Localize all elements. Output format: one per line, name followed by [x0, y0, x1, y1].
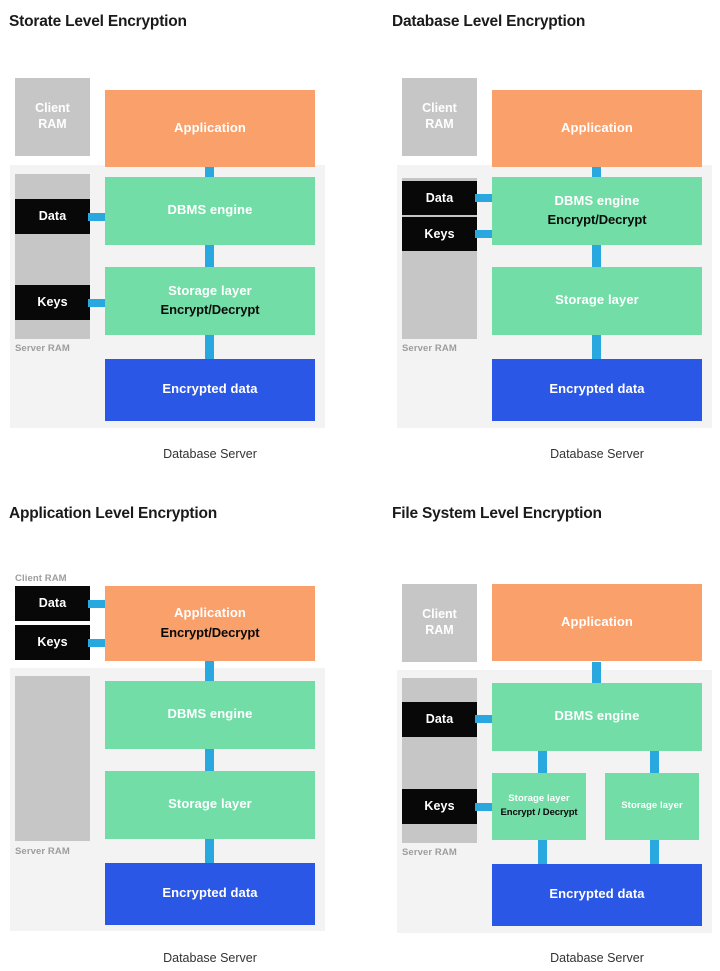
connector-dbms-storage — [205, 243, 214, 268]
panel-storage-level: Storate Level Encryption Client RAM Serv… — [0, 0, 360, 461]
diagram-file-system-level: Client RAM Server RAM Data Keys Applicat… — [360, 524, 720, 965]
server-caption: Database Server — [163, 446, 257, 461]
block-storage-layer-left: Storage layer Encrypt / Decrypt — [492, 772, 586, 840]
client-ram-box: Client RAM — [402, 77, 477, 156]
client-ram-label: Client RAM — [15, 572, 67, 584]
connector-storage-left-encrypted — [538, 838, 547, 865]
connector-data-dbms — [475, 714, 497, 723]
block-encrypted-data-label: Encrypted data — [162, 381, 258, 397]
panel-title-file-system-level: File System Level Encryption — [392, 505, 602, 522]
client-ram-label-line1: Client — [422, 101, 457, 116]
server-ram-label: Server RAM — [15, 342, 70, 354]
connector-application-dbms — [592, 155, 601, 178]
block-dbms-engine-label: DBMS engine — [167, 202, 253, 218]
connector-data-dbms — [475, 193, 497, 202]
block-encrypted-data: Encrypted data — [105, 358, 315, 421]
server-ram-label: Server RAM — [402, 342, 457, 354]
connector-storage-encrypted — [592, 331, 601, 360]
server-caption: Database Server — [550, 446, 644, 461]
connector-storage-encrypted — [205, 835, 214, 864]
panel-title-database-level: Database Level Encryption — [392, 13, 586, 30]
connector-dbms-storage — [592, 243, 601, 268]
connector-keys-storage — [88, 298, 110, 307]
connector-dbms-storage-left — [538, 749, 547, 774]
server-ram-label: Server RAM — [15, 845, 70, 857]
chip-data: Data — [15, 198, 90, 234]
server-caption: Database Server — [550, 950, 644, 965]
block-application-label: Application — [174, 605, 246, 621]
block-storage-layer-label: Storage layer — [555, 292, 639, 308]
connector-data-dbms — [88, 212, 110, 221]
diagram-application-level: Client RAM Data Keys Server RAM Applicat… — [0, 524, 360, 965]
connector-dbms-storage — [205, 747, 214, 772]
panel-application-level: Application Level Encryption Client RAM … — [0, 492, 360, 965]
block-storage-layer-label: Storage layer — [168, 796, 252, 812]
client-ram-label-line2: RAM — [425, 622, 454, 637]
block-storage-layer-left-encrypt-label: Encrypt / Decrypt — [500, 807, 578, 819]
client-ram-label-line2: RAM — [38, 116, 67, 131]
block-dbms-engine: DBMS engine Encrypt/Decrypt — [492, 176, 702, 245]
block-dbms-engine-label: DBMS engine — [167, 706, 253, 722]
block-dbms-engine: DBMS engine — [105, 176, 315, 245]
client-ram-label-line1: Client — [422, 607, 457, 622]
block-dbms-engine-label: DBMS engine — [554, 708, 640, 724]
panel-title-storage-level: Storate Level Encryption — [9, 13, 187, 30]
block-encrypted-data: Encrypted data — [492, 358, 702, 421]
block-encrypted-data-label: Encrypted data — [162, 885, 258, 901]
block-application-label: Application — [561, 119, 633, 135]
connector-keys-application — [88, 638, 110, 647]
connector-application-dbms — [205, 155, 214, 178]
client-ram-box: Client RAM — [15, 77, 90, 156]
diagram-database-level: Client RAM Server RAM Data Keys Applicat… — [360, 32, 720, 461]
chip-keys: Keys — [402, 216, 477, 251]
block-encrypted-data: Encrypted data — [105, 862, 315, 925]
connector-application-dbms — [205, 659, 214, 682]
chip-data: Data — [402, 701, 477, 737]
block-encrypted-data: Encrypted data — [492, 863, 702, 926]
block-storage-layer: Storage layer — [105, 770, 315, 839]
block-storage-layer-left-label: Storage layer — [508, 793, 570, 805]
block-application: Application — [492, 89, 702, 167]
client-ram-label-line1: Client — [35, 101, 70, 116]
connector-dbms-storage-right — [650, 749, 659, 774]
block-storage-layer: Storage layer — [492, 266, 702, 335]
block-application: Application — [105, 89, 315, 167]
chip-data: Data — [15, 585, 90, 621]
connector-data-application — [88, 599, 110, 608]
chip-keys: Keys — [402, 788, 477, 824]
panel-file-system-level: File System Level Encryption Client RAM … — [360, 492, 720, 965]
block-storage-layer-right-label: Storage layer — [621, 800, 683, 812]
chip-keys: Keys — [15, 284, 90, 320]
block-storage-layer-encrypt-label: Encrypt/Decrypt — [160, 302, 260, 318]
block-application-encrypt-label: Encrypt/Decrypt — [160, 624, 260, 640]
server-ram-column — [15, 675, 90, 841]
connector-keys-dbms — [475, 229, 497, 238]
server-caption: Database Server — [163, 950, 257, 965]
panel-database-level: Database Level Encryption Client RAM Ser… — [360, 0, 720, 461]
connector-storage-encrypted — [205, 331, 214, 360]
panel-title-application-level: Application Level Encryption — [9, 505, 217, 522]
client-ram-box: Client RAM — [402, 583, 477, 662]
block-storage-layer-right: Storage layer — [605, 772, 699, 840]
block-application: Application — [492, 583, 702, 661]
block-dbms-engine-encrypt-label: Encrypt/Decrypt — [547, 212, 647, 228]
block-dbms-engine-label: DBMS engine — [554, 192, 640, 208]
connector-application-dbms — [592, 661, 601, 684]
chip-data: Data — [402, 180, 477, 215]
block-storage-layer: Storage layer Encrypt/Decrypt — [105, 266, 315, 335]
block-dbms-engine: DBMS engine — [492, 682, 702, 751]
diagram-storage-level: Client RAM Server RAM Data Keys Applicat… — [0, 32, 360, 461]
block-encrypted-data-label: Encrypted data — [549, 886, 645, 902]
block-application: Application Encrypt/Decrypt — [105, 585, 315, 661]
block-application-label: Application — [174, 119, 246, 135]
chip-keys: Keys — [15, 624, 90, 660]
connector-keys-storage — [475, 802, 497, 811]
block-application-label: Application — [561, 613, 633, 629]
client-ram-label-line2: RAM — [425, 116, 454, 131]
connector-storage-right-encrypted — [650, 838, 659, 865]
block-encrypted-data-label: Encrypted data — [549, 381, 645, 397]
block-storage-layer-label: Storage layer — [168, 282, 252, 298]
server-ram-label: Server RAM — [402, 846, 457, 858]
block-dbms-engine: DBMS engine — [105, 680, 315, 749]
